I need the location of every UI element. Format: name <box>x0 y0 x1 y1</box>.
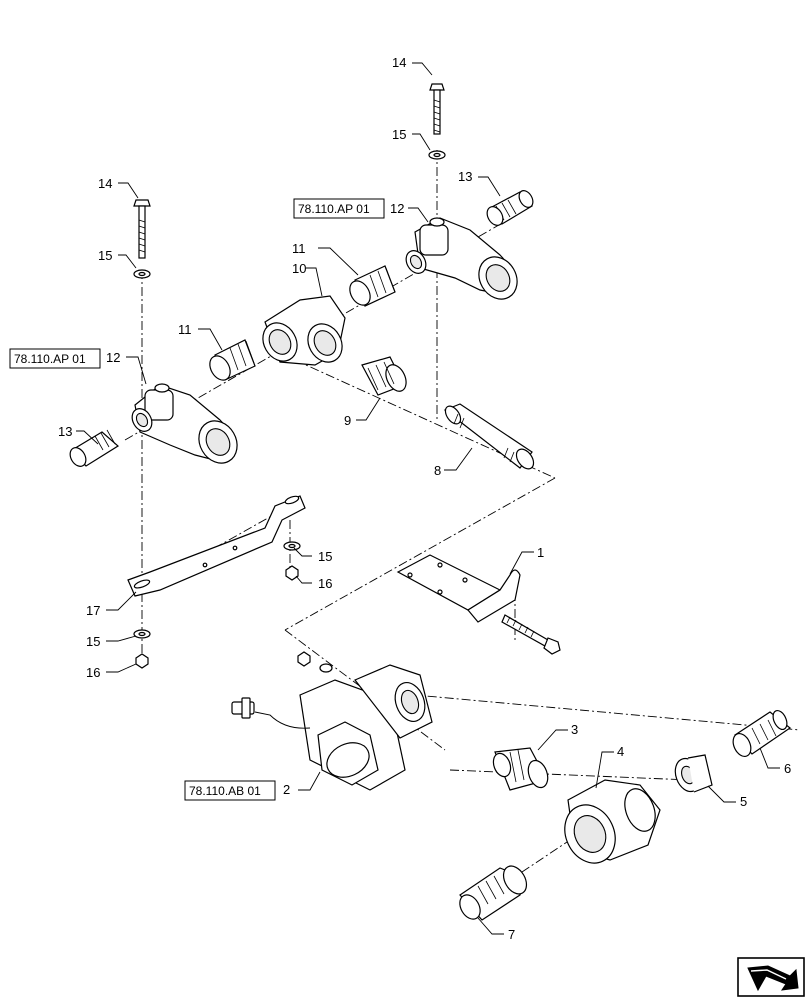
bushing-5 <box>674 754 713 793</box>
callout-14-upper: 14 <box>392 55 406 70</box>
reference-box-upper[interactable]: 78.110.AP 01 <box>293 198 385 219</box>
callout-12-upper: 12 <box>390 201 404 216</box>
mount-bracket-1 <box>396 554 521 623</box>
callout-2: 2 <box>283 782 290 797</box>
callout-12-lower: 12 <box>106 350 120 365</box>
callout-15-bottom: 15 <box>86 634 100 649</box>
reference-box-lower[interactable]: 78.110.AP 01 <box>9 348 101 369</box>
nut-16-bottom <box>135 653 149 669</box>
valve-12-upper <box>405 217 518 300</box>
reference-label-upper: 78.110.AP 01 <box>298 202 370 216</box>
callout-7: 7 <box>508 927 515 942</box>
fitting-7 <box>459 865 528 921</box>
fitting-13-lower <box>69 429 120 467</box>
callout-15-upper: 15 <box>392 127 406 142</box>
nipple-8 <box>443 403 535 470</box>
fitting-6 <box>732 709 792 757</box>
callout-11-lower: 11 <box>178 322 192 337</box>
callout-13-lower: 13 <box>58 424 72 439</box>
bolt-14-lower <box>133 199 151 259</box>
callout-15-bracket: 15 <box>318 549 332 564</box>
nipple-11-lower <box>209 339 256 381</box>
callout-5: 5 <box>740 794 747 809</box>
callout-9: 9 <box>344 413 351 428</box>
callout-6: 6 <box>784 761 791 776</box>
callout-16-bottom: 16 <box>86 665 100 680</box>
next-page-arrow-icon[interactable] <box>737 957 805 997</box>
callout-15-lower: 15 <box>98 248 112 263</box>
callout-13-upper: 13 <box>458 169 472 184</box>
actuator-2 <box>231 651 433 791</box>
reference-label-lower: 78.110.AP 01 <box>14 352 86 366</box>
callout-16-bracket: 16 <box>318 576 332 591</box>
adapter-3 <box>492 747 549 791</box>
valve-12-lower <box>131 383 238 464</box>
leader-lines <box>76 62 780 935</box>
bracket-17 <box>127 495 306 597</box>
callout-8: 8 <box>434 463 441 478</box>
nut-16-bracket <box>285 565 299 581</box>
callout-14-lower: 14 <box>98 176 112 191</box>
reference-label-actuator: 78.110.AB 01 <box>189 784 261 798</box>
washer-15-bracket <box>283 541 301 551</box>
tee-10 <box>262 295 346 366</box>
washer-15-upper <box>428 150 446 160</box>
callout-numbers: 14 15 13 12 14 15 11 10 11 12 13 9 8 15 … <box>58 55 791 942</box>
reference-box-actuator[interactable]: 78.110.AB 01 <box>184 780 276 801</box>
bolt-14-upper <box>429 83 445 135</box>
washer-15-bottom <box>133 629 151 639</box>
tee-4 <box>564 779 661 864</box>
callout-10: 10 <box>292 261 306 276</box>
washer-15-lower <box>133 269 151 279</box>
fitting-13-upper <box>486 190 534 226</box>
callout-4: 4 <box>617 744 624 759</box>
callout-1: 1 <box>537 545 544 560</box>
bolt-1 <box>501 614 561 655</box>
nipple-11-upper <box>349 265 396 307</box>
nipple-9 <box>361 356 407 396</box>
callout-17: 17 <box>86 603 100 618</box>
callout-3: 3 <box>571 722 578 737</box>
callout-11-upper: 11 <box>292 241 306 256</box>
